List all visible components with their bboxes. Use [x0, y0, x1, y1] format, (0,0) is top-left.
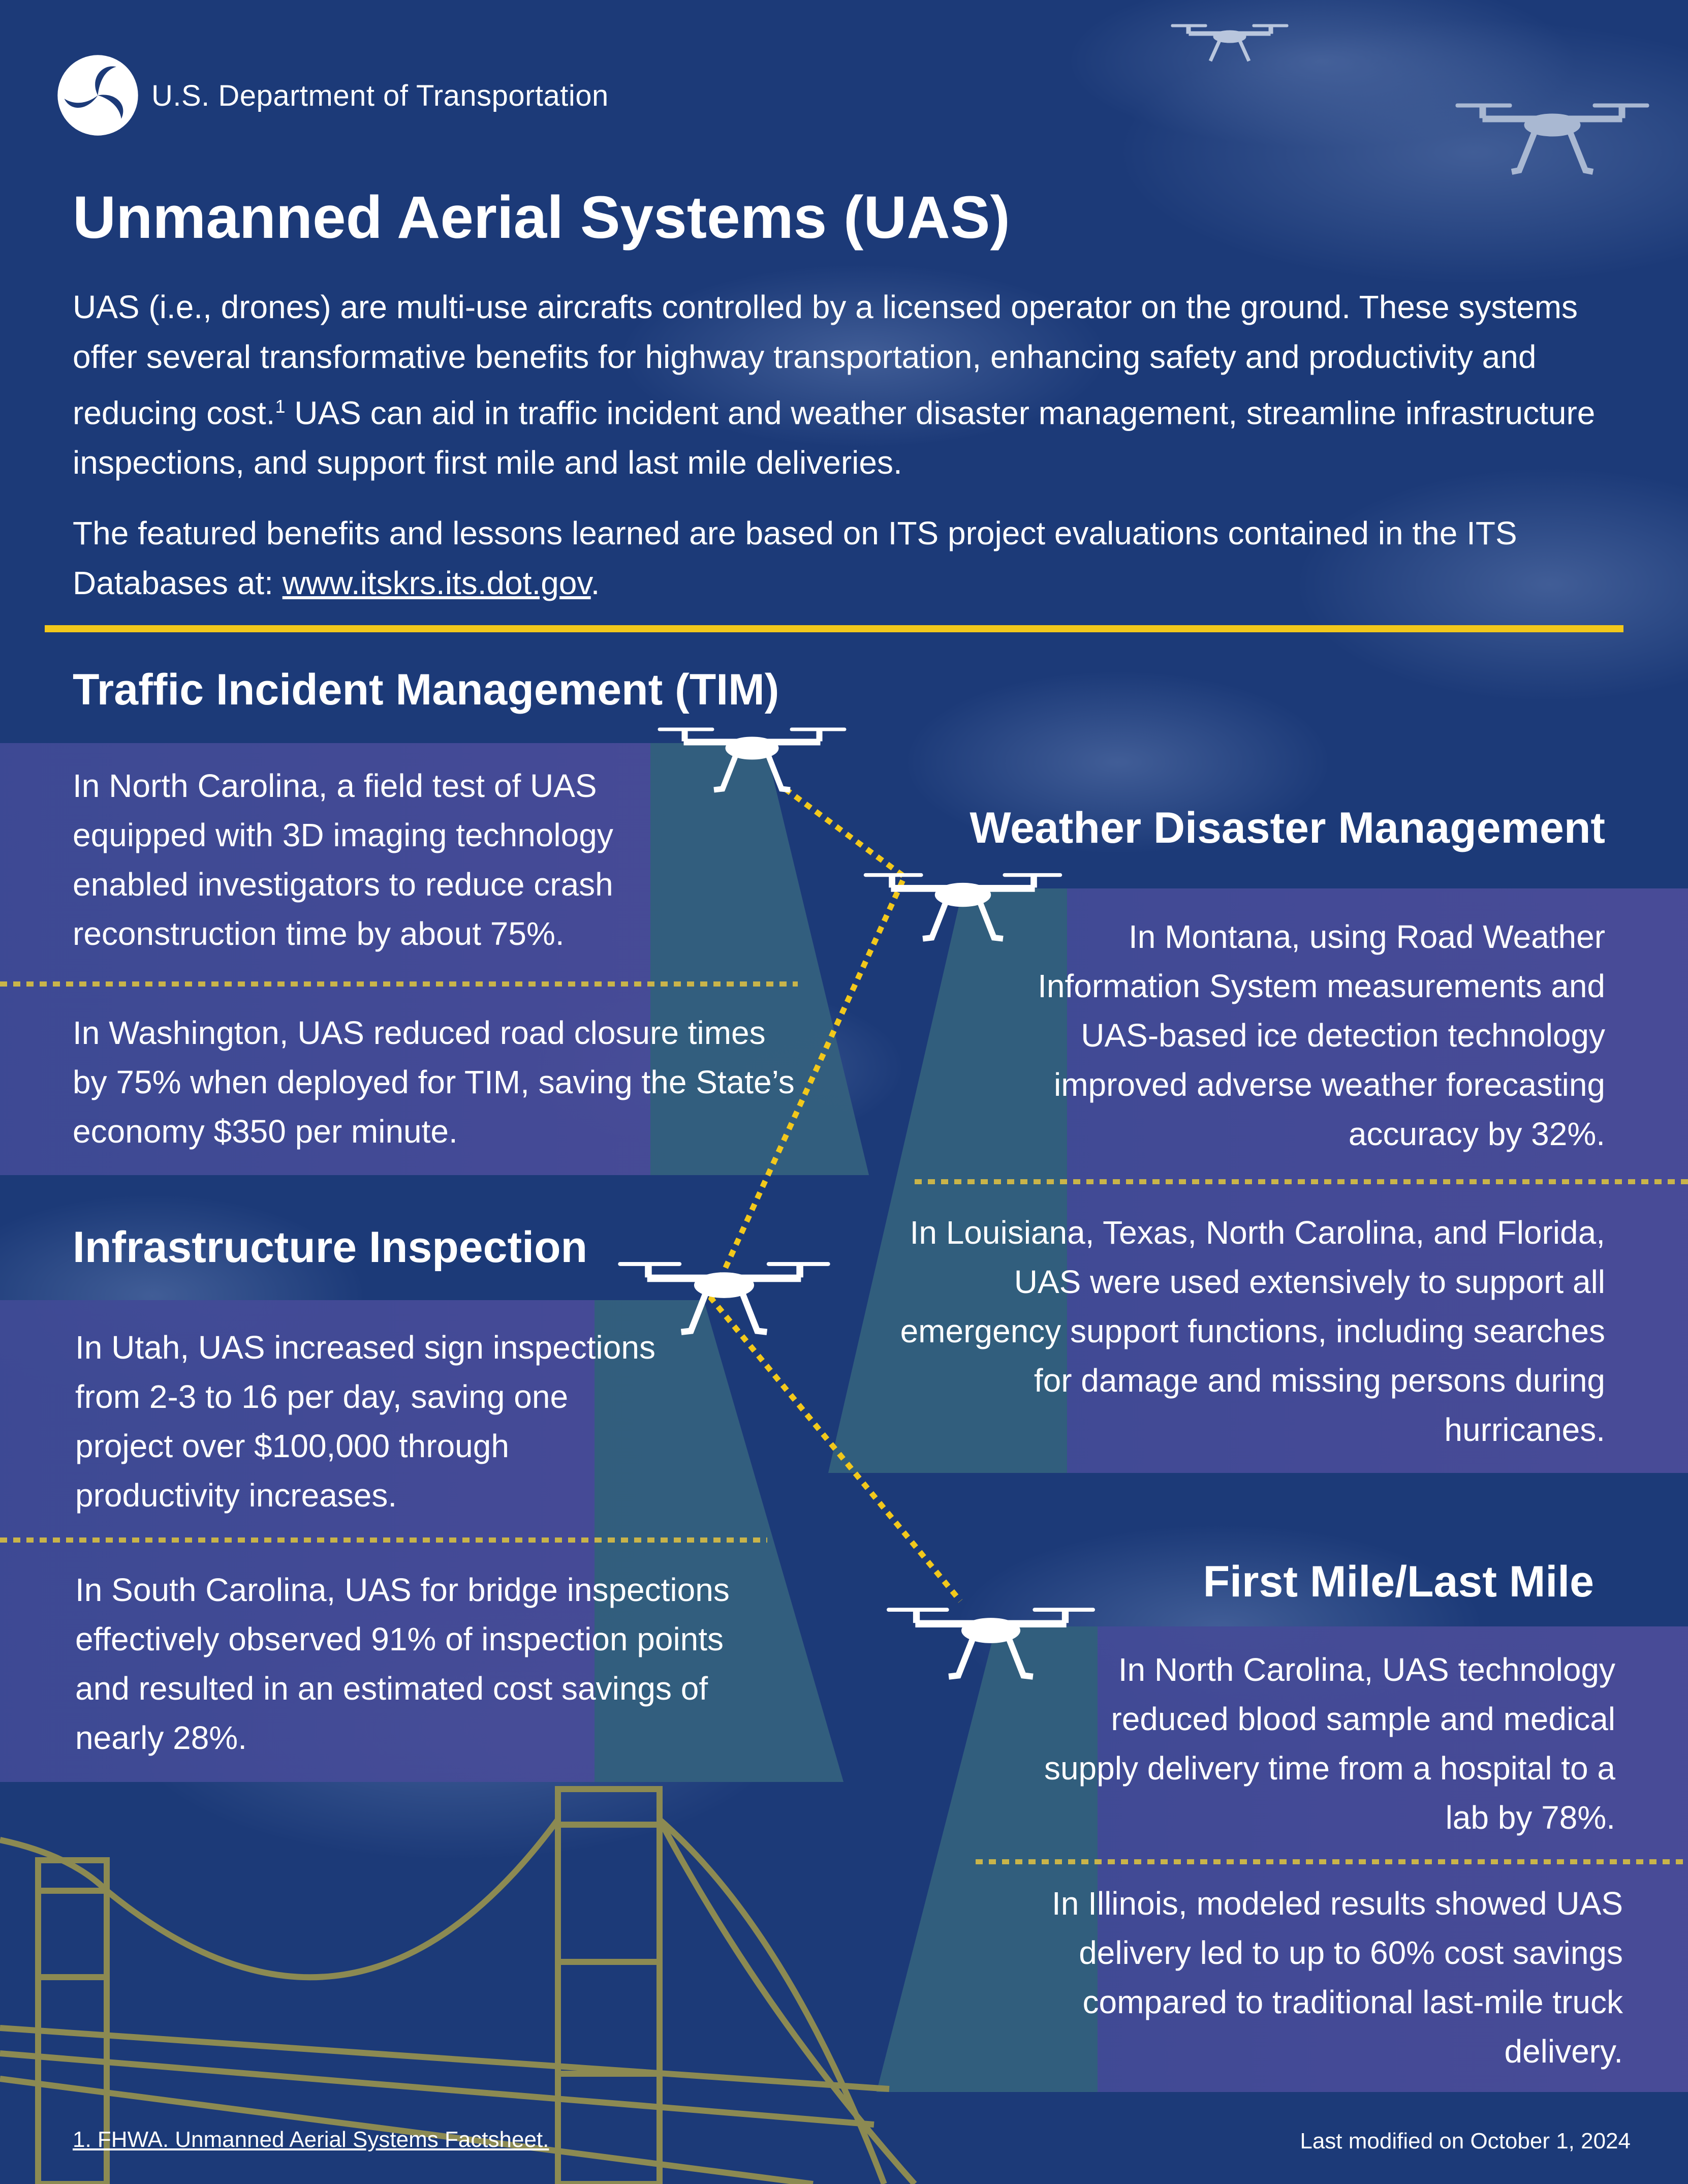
- intro-text-2a: The featured benefits and lessons learne…: [73, 515, 1517, 601]
- footnote-link[interactable]: 1. FHWA. Unmanned Aerial Systems Factshe…: [73, 2127, 549, 2152]
- drone-icon: [886, 1608, 1096, 1680]
- bridge-illustration: [0, 1786, 917, 2184]
- lastmile-item-2: In Illinois, modeled results showed UAS …: [1051, 1885, 1623, 2070]
- logo-text: U.S. Department of Transportation: [151, 79, 609, 112]
- tim-heading: Traffic Incident Management (TIM): [73, 665, 779, 714]
- lastmile-item-1: In North Carolina, UAS technology reduce…: [1044, 1651, 1615, 1836]
- infra-item-1: In Utah, UAS increased sign inspections …: [75, 1329, 655, 1514]
- infra-item-2: In South Carolina, UAS for bridge inspec…: [75, 1572, 730, 1756]
- intro-text-1b: UAS can aid in traffic incident and weat…: [73, 394, 1596, 481]
- lastmile-beam: [877, 1626, 1098, 2092]
- last-modified: Last modified on October 1, 2024: [1300, 2129, 1631, 2154]
- tim-item-2: In Washington, UAS reduced road closure …: [73, 1014, 795, 1150]
- drone-icon: [863, 873, 1062, 942]
- drone-icon: [1455, 103, 1649, 175]
- intro-paragraph-1: UAS (i.e., drones) are multi-use aircraf…: [73, 282, 1638, 487]
- dot-logo-icon: [57, 55, 138, 136]
- header-divider: [45, 625, 1623, 632]
- intro-text-2b: .: [590, 565, 600, 601]
- drone-icon: [618, 1262, 830, 1335]
- intro-text-1a: UAS (i.e., drones) are multi-use aircraf…: [73, 289, 1578, 432]
- intro-paragraph-2: The featured benefits and lessons learne…: [73, 508, 1638, 608]
- page-title: Unmanned Aerial Systems (UAS): [73, 184, 1010, 251]
- footnote-marker: 1: [275, 396, 286, 417]
- weather-item-2: In Louisiana, Texas, North Carolina, and…: [900, 1214, 1605, 1448]
- weather-heading: Weather Disaster Management: [970, 804, 1605, 852]
- infra-heading: Infrastructure Inspection: [73, 1223, 588, 1272]
- itskrs-link[interactable]: www.itskrs.its.dot.gov: [282, 565, 591, 601]
- drone-icon: [658, 727, 847, 793]
- weather-item-1: In Montana, using Road Weather Informati…: [1038, 918, 1605, 1152]
- tim-item-1: In North Carolina, a field test of UAS e…: [73, 767, 613, 952]
- drone-icon: [1171, 24, 1289, 62]
- lastmile-heading: First Mile/Last Mile: [1203, 1557, 1594, 1606]
